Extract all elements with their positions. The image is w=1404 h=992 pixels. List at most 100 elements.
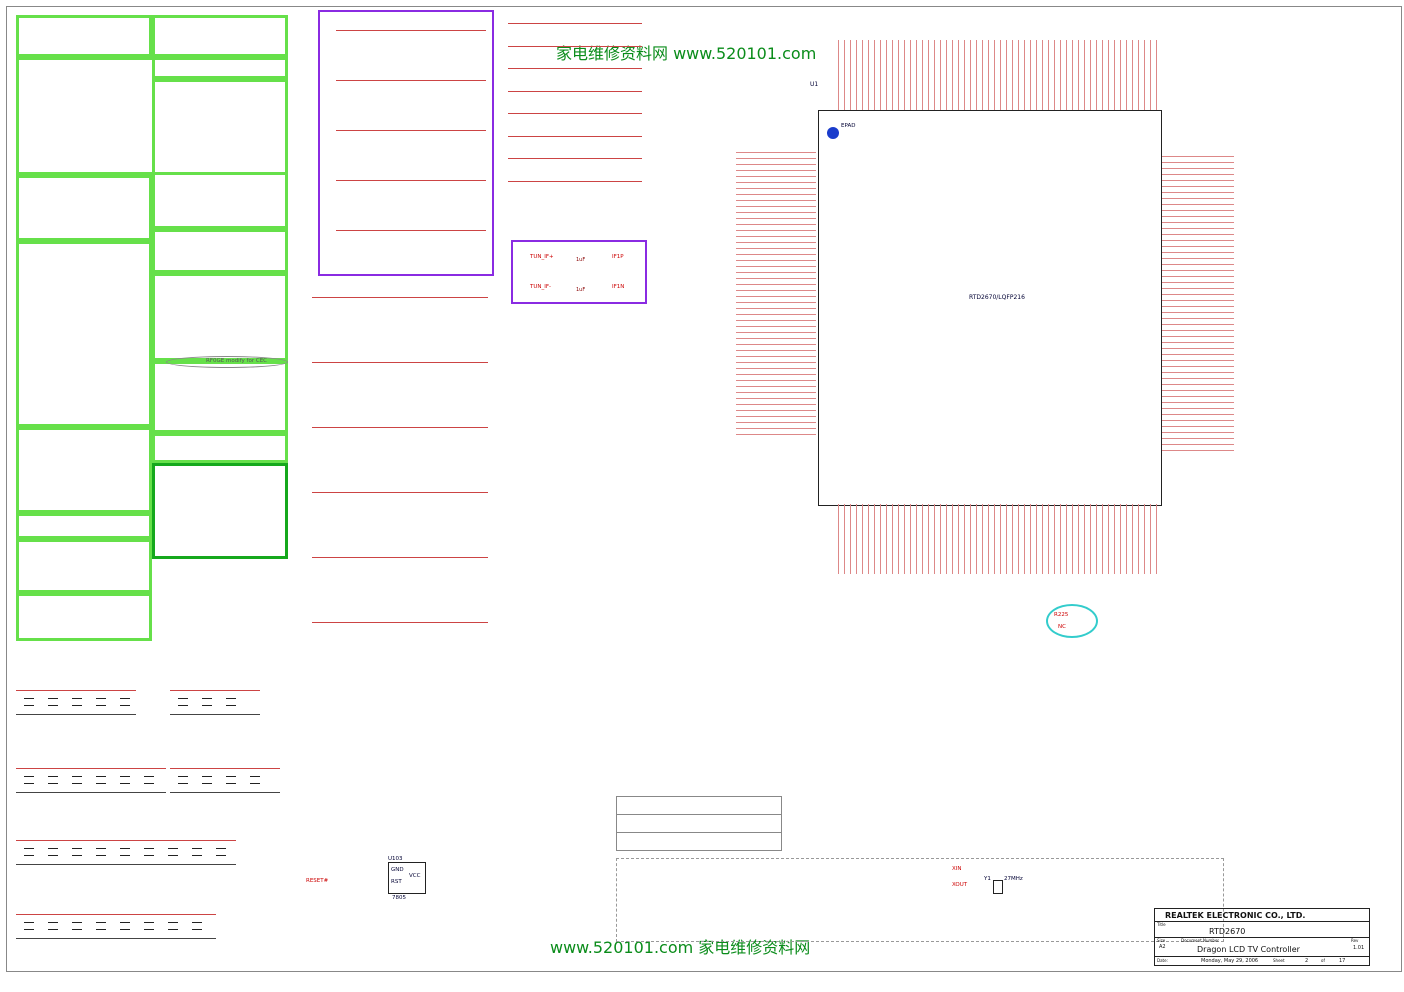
company-name: REALTEK ELECTRONIC CO., LTD. bbox=[1165, 911, 1306, 920]
av-trace bbox=[508, 158, 642, 159]
gnd-trace bbox=[16, 864, 236, 865]
chip-left-trace bbox=[736, 278, 816, 279]
decoupling-cap bbox=[120, 776, 130, 784]
chip-top-pin bbox=[1120, 40, 1121, 110]
u103-part: 7805 bbox=[392, 895, 406, 901]
chip-bottom-pin bbox=[1102, 504, 1103, 574]
chip-left-trace bbox=[736, 398, 816, 399]
tuner-if-box bbox=[511, 240, 647, 304]
size-label: Size bbox=[1157, 938, 1166, 943]
chip-top-pin bbox=[1102, 40, 1103, 110]
chip-right-trace bbox=[1162, 318, 1234, 319]
chip-bottom-pin bbox=[1132, 504, 1133, 574]
u103-regulator: GND RST VCC bbox=[388, 862, 426, 894]
decoupling-cap bbox=[226, 776, 236, 784]
watermark-bottom: www.520101.com 家电维修资料网 bbox=[550, 938, 811, 957]
chip-top-pin bbox=[1108, 40, 1109, 110]
chip-top-pin bbox=[1000, 40, 1001, 110]
chip-top-pin bbox=[856, 40, 857, 110]
chip-top-pin bbox=[934, 40, 935, 110]
rail-trace bbox=[16, 914, 216, 915]
av-trace bbox=[508, 180, 642, 182]
av-trace bbox=[508, 113, 642, 114]
chip-right-trace bbox=[1162, 186, 1234, 187]
chip-top-pin bbox=[928, 40, 929, 110]
filter-trace bbox=[336, 30, 486, 31]
of-label: of bbox=[1321, 958, 1325, 963]
decoupling-cap bbox=[178, 776, 188, 784]
decoupling-cap bbox=[72, 698, 82, 706]
chip-right-trace bbox=[1162, 312, 1234, 313]
title-block: REALTEK ELECTRONIC CO., LTD. Title RTD26… bbox=[1154, 908, 1370, 966]
chip-bottom-pin bbox=[910, 504, 911, 574]
chip-left-trace bbox=[736, 158, 816, 159]
block-audio bbox=[152, 273, 288, 361]
chip-top-pin bbox=[916, 40, 917, 110]
tuner-if-plus: TUN_IF+ bbox=[530, 254, 554, 260]
decoupling-cap bbox=[48, 776, 58, 784]
decoupling-cap bbox=[24, 922, 34, 930]
chip-right-trace bbox=[1162, 384, 1234, 385]
r225-value: NC bbox=[1058, 624, 1066, 630]
chip-top-pin bbox=[898, 40, 899, 110]
gnd-trace bbox=[170, 792, 280, 793]
ypp-trace bbox=[312, 622, 488, 623]
decoupling-cap bbox=[48, 698, 58, 706]
chip-top-pin bbox=[958, 40, 959, 110]
chip-top-pin bbox=[1132, 40, 1133, 110]
pin1-marker bbox=[827, 127, 839, 139]
chip-left-trace bbox=[736, 428, 816, 429]
chip-bottom-pin bbox=[1036, 504, 1037, 574]
chip-bottom-pin bbox=[856, 504, 857, 574]
chip-bottom-pin bbox=[1138, 504, 1139, 574]
chip-right-trace bbox=[1162, 444, 1234, 445]
chip-bottom-pin bbox=[952, 504, 953, 574]
filter-trace bbox=[336, 230, 486, 231]
chip-bottom-pin bbox=[1012, 504, 1013, 574]
chip-left-trace bbox=[736, 404, 816, 405]
decoupling-cap bbox=[120, 698, 130, 706]
av-trace bbox=[508, 45, 642, 47]
chip-bottom-pin bbox=[1054, 504, 1055, 574]
chip-right-trace bbox=[1162, 330, 1234, 331]
chip-left-trace bbox=[736, 392, 816, 393]
chip-top-pin bbox=[952, 40, 953, 110]
chip-bottom-pin bbox=[1156, 504, 1157, 574]
chip-top-pin bbox=[1138, 40, 1139, 110]
chip-top-pin bbox=[1012, 40, 1013, 110]
chip-left-trace bbox=[736, 374, 816, 375]
chip-right-trace bbox=[1162, 426, 1234, 427]
docnum-value: Dragon LCD TV Controller bbox=[1197, 945, 1300, 954]
chip-right-trace bbox=[1162, 336, 1234, 337]
decoupling-cap bbox=[24, 848, 34, 856]
decoupling-cap bbox=[168, 848, 178, 856]
chip-right-trace bbox=[1162, 210, 1234, 211]
chip-top-pin bbox=[868, 40, 869, 110]
chip-bottom-pin bbox=[1066, 504, 1067, 574]
chip-top-pin bbox=[850, 40, 851, 110]
decoupling-cap bbox=[250, 776, 260, 784]
chip-left-trace bbox=[736, 182, 816, 183]
date-label: Date: bbox=[1157, 958, 1168, 963]
chip-top-pin bbox=[874, 40, 875, 110]
filter-trace bbox=[336, 130, 486, 131]
chip-top-pin bbox=[886, 40, 887, 110]
chip-left-trace bbox=[736, 248, 816, 249]
r225-label: R225 bbox=[1054, 612, 1069, 618]
chip-bottom-pin bbox=[976, 504, 977, 574]
chip-left-trace bbox=[736, 338, 816, 339]
chip-bottom-pin bbox=[1006, 504, 1007, 574]
chip-right-trace bbox=[1162, 408, 1234, 409]
chip-top-pin bbox=[1054, 40, 1055, 110]
chip-bottom-pin bbox=[1144, 504, 1145, 574]
chip-left-trace bbox=[736, 260, 816, 261]
chip-bottom-pin bbox=[1024, 504, 1025, 574]
filter-trace bbox=[336, 180, 486, 181]
chip-right-trace bbox=[1162, 252, 1234, 253]
chip-top-pin bbox=[946, 40, 947, 110]
chip-top-pin bbox=[892, 40, 893, 110]
chip-right-trace bbox=[1162, 276, 1234, 277]
chip-left-trace bbox=[736, 356, 816, 357]
chip-left-trace bbox=[736, 410, 816, 411]
date-value: Monday, May 29, 2006 bbox=[1201, 958, 1259, 964]
